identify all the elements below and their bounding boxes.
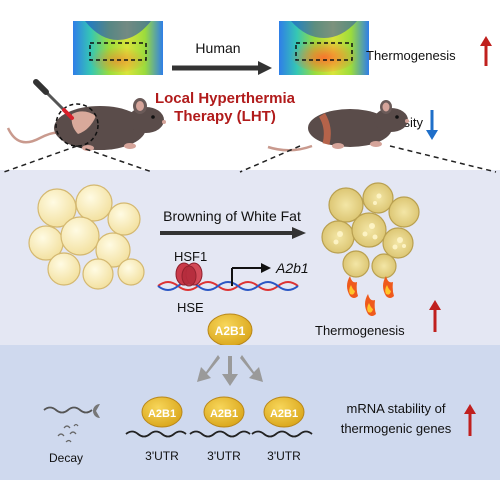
- hsf1-protein-icon: [175, 262, 203, 287]
- browning-label: Browning of White Fat: [163, 208, 301, 224]
- thermal-image-before: [73, 21, 163, 75]
- beige-fat-cluster-icon: [321, 182, 420, 279]
- a2b1-protein-icon: A2B1: [207, 313, 253, 347]
- a2b1-gene-label: A2b1: [275, 260, 309, 276]
- thermogenesis-label-top: Thermogenesis: [366, 48, 456, 63]
- white-fat-cluster-icon: [28, 184, 145, 290]
- dna-helix-icon: [157, 281, 299, 291]
- mrna-complex-1: A2B1 3'UTR: [125, 396, 187, 463]
- decaying-mrna-icon: [43, 404, 100, 443]
- a2b1-label-3: A2B1: [270, 408, 298, 420]
- a2b1-label-2: A2B1: [210, 408, 238, 420]
- mrna-stability-line1: mRNA stability of: [347, 401, 446, 416]
- mrna-stability-line2: thermogenic genes: [341, 421, 452, 436]
- zoom-line-left: [3, 145, 78, 173]
- down-arrow-icon: [426, 110, 438, 140]
- human-arrowhead: [258, 61, 272, 75]
- utr-label-3: 3'UTR: [267, 449, 301, 463]
- zoom-line-right-a: [239, 145, 301, 173]
- decay-label: Decay: [49, 451, 83, 465]
- human-label: Human: [195, 40, 240, 56]
- thermogenesis-label-mid: Thermogenesis: [315, 323, 405, 338]
- flame-icons: [347, 276, 394, 316]
- a2b1-protein-label: A2B1: [215, 324, 246, 338]
- promoter-arrow: [231, 263, 271, 286]
- hsf1-label: HSF1: [174, 249, 207, 264]
- up-arrow-icon-mid: [429, 300, 441, 332]
- utr-label-1: 3'UTR: [145, 449, 179, 463]
- spread-arrows: [197, 355, 263, 386]
- focus-circle: [55, 103, 99, 147]
- mrna-complex-3: A2B1 3'UTR: [251, 396, 313, 463]
- zoom-line-mid: [76, 145, 153, 173]
- thermal-image-after: [279, 21, 369, 75]
- browning-arrowhead: [292, 227, 306, 239]
- up-arrow-icon-bottom: [464, 404, 476, 436]
- hse-label: HSE: [177, 300, 204, 315]
- up-arrow-icon: [480, 36, 492, 66]
- utr-label-2: 3'UTR: [207, 449, 241, 463]
- therapy-title-line2: Therapy (LHT): [174, 108, 276, 125]
- zoom-line-right-b: [389, 145, 497, 173]
- a2b1-label-1: A2B1: [148, 408, 176, 420]
- heating-probe-icon: [33, 79, 74, 120]
- mrna-complex-2: A2B1 3'UTR: [189, 396, 251, 463]
- beige-cell-texture: [333, 193, 406, 250]
- mouse-with-probe-icon: [6, 98, 166, 151]
- therapy-title-line1: Local Hyperthermia: [155, 90, 296, 107]
